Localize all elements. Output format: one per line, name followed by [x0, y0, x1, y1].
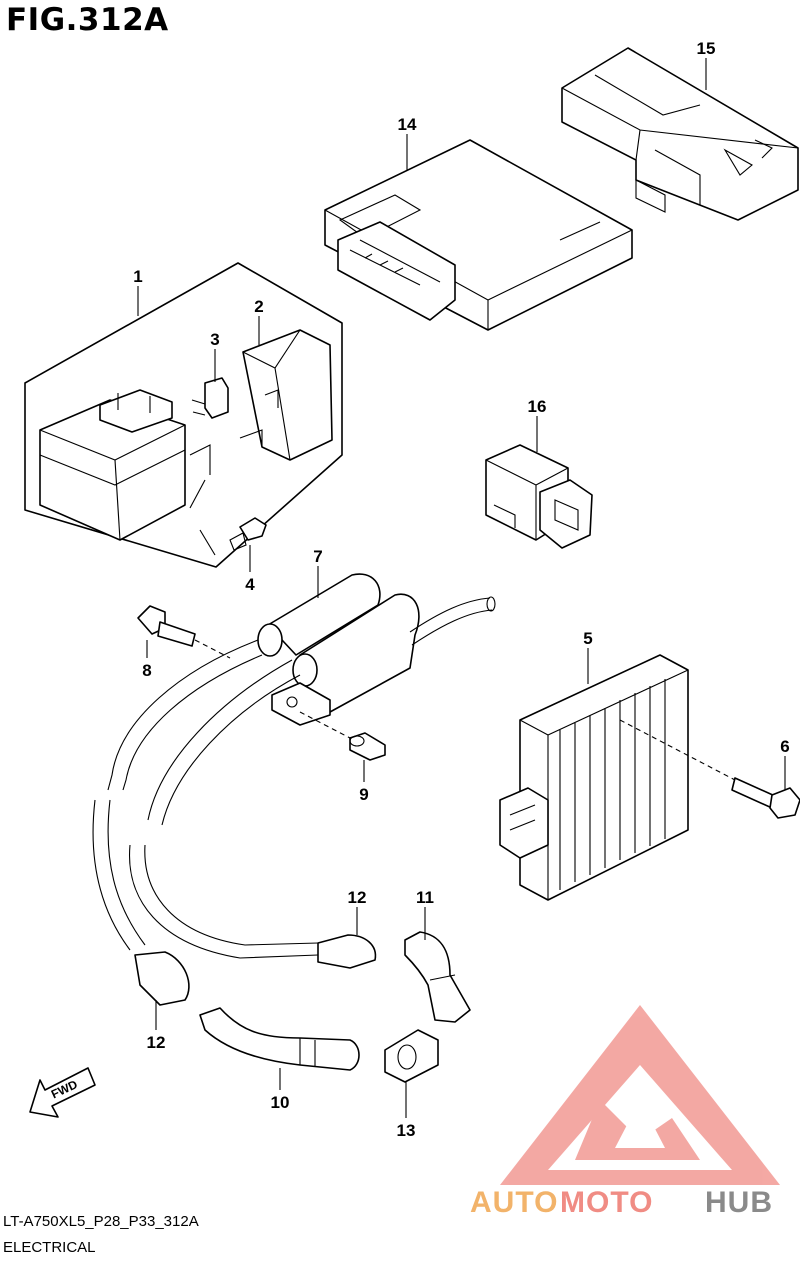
leader-lines	[137, 58, 786, 1118]
bolt-8	[137, 605, 231, 659]
plug-cap-10	[199, 1007, 360, 1071]
bolt-6	[731, 777, 800, 819]
callout-4: 4	[245, 575, 255, 594]
callout-15: 15	[697, 39, 716, 58]
callout-2: 2	[254, 297, 263, 316]
callout-1: 1	[133, 267, 142, 286]
plug-cap-11	[404, 931, 471, 1023]
callout-13: 13	[397, 1121, 416, 1140]
grommet-13	[384, 1029, 439, 1083]
figure-title: FIG.312A	[6, 2, 169, 38]
callout-10: 10	[271, 1093, 290, 1112]
callout-9: 9	[359, 785, 368, 804]
regulator-rectifier	[499, 654, 736, 901]
callout-11: 11	[416, 888, 434, 907]
figure-code: LT-A750XL5_P28_P33_312A	[3, 1213, 199, 1230]
callout-14: 14	[398, 115, 417, 134]
callout-12-lower: 12	[147, 1033, 166, 1052]
callout-3: 3	[210, 330, 219, 349]
ignition-coil	[257, 573, 496, 726]
watermark-moto: MOTO	[560, 1186, 653, 1219]
callout-5: 5	[583, 629, 592, 648]
connector-block	[485, 444, 593, 549]
high-tension-leads	[92, 639, 377, 1006]
callout-7: 7	[313, 547, 322, 566]
fwd-direction-arrow: FWD	[29, 1067, 96, 1118]
watermark-hub: HUB	[705, 1186, 773, 1219]
watermark-auto: AUTO	[470, 1186, 558, 1219]
automotohub-logo	[500, 1005, 780, 1185]
callout-12-upper: 12	[348, 888, 367, 907]
ecm-unit	[324, 139, 633, 331]
callout-16: 16	[528, 397, 547, 416]
callout-numbers: 1 2 3 4 5 6 7 8 9 10 11 12 12 13 14 15 1…	[133, 39, 789, 1140]
collar-9	[299, 711, 386, 761]
relay-assembly-group	[24, 262, 343, 568]
figure-section: ELECTRICAL	[3, 1239, 96, 1256]
ecm-bracket	[561, 47, 799, 221]
callout-6: 6	[780, 737, 789, 756]
callout-8: 8	[142, 661, 151, 680]
